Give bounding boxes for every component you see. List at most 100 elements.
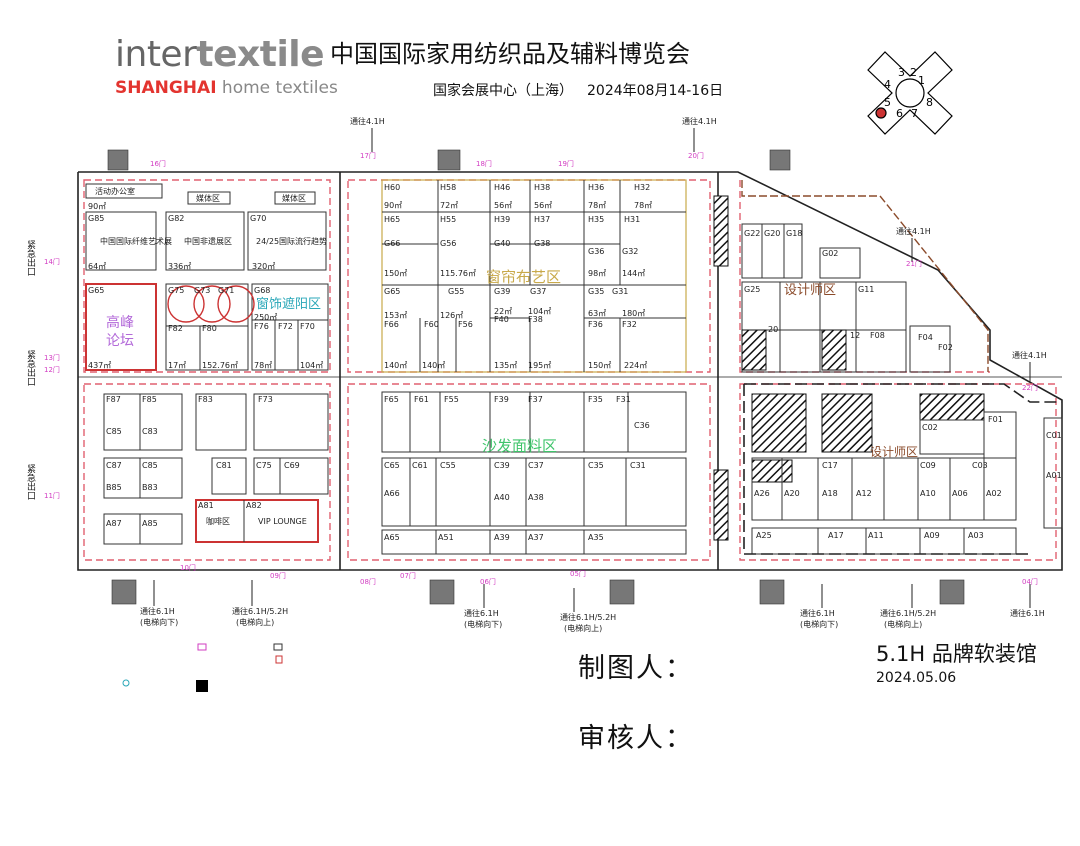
zone-media-right: 媒体区 (282, 193, 306, 203)
zone-designer-bottom: 设计师区 (870, 445, 918, 459)
area-label: 90㎡ (384, 201, 402, 210)
booth-G11: G11 (858, 285, 874, 294)
left-exit-1: 紧急出口 (25, 240, 36, 276)
booth-G02: G02 (822, 249, 838, 258)
booth-C83: C83 (142, 427, 158, 436)
booth-G75: G75 (168, 286, 184, 295)
booth-A82: A82 (246, 501, 262, 510)
zone-activity-office: 活动办公室 (95, 186, 135, 196)
compass-num-1: 1 (918, 74, 925, 87)
area-label: 336㎡ (168, 262, 191, 271)
booth-A26: A26 (754, 489, 770, 498)
gate-18: 18门 (476, 159, 492, 168)
passage-bottom-5-sub: (电梯向下) (800, 619, 838, 629)
booth-G68: G68 (254, 286, 270, 295)
booth-C09: C09 (920, 461, 936, 470)
booth-B83: B83 (142, 483, 158, 492)
area-label: 64㎡ (88, 262, 106, 271)
passage-bottom-3: 通往6.1H (464, 608, 499, 618)
booth-C31: C31 (630, 461, 646, 470)
compass-num-2: 2 (910, 66, 917, 79)
gate-07: 07门 (400, 571, 416, 580)
booth-A51: A51 (438, 533, 454, 542)
booth-12: 12 (850, 331, 860, 340)
booth-F60: F60 (424, 320, 439, 329)
booth-C35: C35 (588, 461, 604, 470)
compass-num-8: 8 (926, 96, 933, 109)
area-label: 180㎡ (622, 309, 645, 318)
booth-G85: G85 (88, 214, 104, 223)
booth-A06: A06 (952, 489, 968, 498)
passage-right-lower: 通往4.1H (1012, 350, 1047, 360)
booth-G22: G22 (744, 229, 760, 238)
zone-designer-top: 设计师区 (784, 283, 836, 298)
legend-icon-1 (197, 643, 207, 651)
booth-A85: A85 (142, 519, 158, 528)
booth-F87: F87 (106, 395, 121, 404)
booth-G39: G39 (494, 287, 510, 296)
booth-G20: G20 (764, 229, 780, 238)
booth-F38: F38 (528, 315, 543, 324)
gate-12: 12门 (44, 365, 60, 374)
area-label: 78㎡ (634, 201, 652, 210)
passage-bottom-6: 通往6.1H/5.2H (880, 608, 936, 618)
gate-08: 08门 (360, 577, 376, 586)
compass-num-3: 3 (898, 66, 905, 79)
gate-11: 11门 (44, 491, 60, 500)
compass-num-7: 7 (911, 107, 918, 120)
zone-shading: 窗饰遮阳区 (256, 296, 321, 312)
area-label: 135㎡ (494, 361, 517, 370)
left-exit-2: 紧急出口 (25, 350, 36, 386)
booth-F73: F73 (258, 395, 273, 404)
area-label: 144㎡ (622, 269, 645, 278)
booth-C37: C37 (528, 461, 544, 470)
booth-A11: A11 (868, 531, 884, 540)
area-label: 17㎡ (168, 361, 186, 370)
gate-05: 05门 (570, 569, 586, 578)
drafter-label: 制图人： (578, 653, 694, 684)
area-label: 56㎡ (534, 201, 552, 210)
booth-G66: G66 (384, 239, 400, 248)
zone-fiber-art: 中国国际纤维艺术展 (100, 236, 172, 246)
booth-F82: F82 (168, 324, 183, 333)
passage-bottom-4-sub: (电梯向上) (564, 623, 602, 633)
area-label: 56㎡ (494, 201, 512, 210)
booth-A18: A18 (822, 489, 838, 498)
zone-sofa: 沙发面料区 (482, 437, 557, 455)
booth-A38: A38 (528, 493, 544, 502)
booth-G18: G18 (786, 229, 802, 238)
booth-G55: G55 (448, 287, 464, 296)
booth-A37: A37 (528, 533, 544, 542)
booth-C36: C36 (634, 421, 650, 430)
gate-19: 19门 (558, 159, 574, 168)
booth-F40: F40 (494, 315, 509, 324)
booth-G36: G36 (588, 247, 604, 256)
area-label: 90㎡ (88, 202, 106, 211)
area-label: 104㎡ (528, 307, 551, 316)
left-exit-3: 紧急出口 (25, 464, 36, 500)
booth-C01: C01 (1046, 431, 1062, 440)
gate-04: 04门 (1022, 577, 1038, 586)
booth-F32: F32 (622, 320, 637, 329)
gate-22: 22门 (1022, 383, 1038, 392)
booth-C81: C81 (216, 461, 232, 470)
booth-A25: A25 (756, 531, 772, 540)
booth-A12: A12 (856, 489, 872, 498)
booth-H35: H35 (588, 215, 604, 224)
booth-A87: A87 (106, 519, 122, 528)
passage-bottom-5: 通往6.1H (800, 608, 835, 618)
booth-B85: B85 (106, 483, 122, 492)
area-label: 140㎡ (384, 361, 407, 370)
compass-num-5: 5 (884, 96, 891, 109)
booth-F66: F66 (384, 320, 399, 329)
booth-A65: A65 (384, 533, 400, 542)
booth-H58: H58 (440, 183, 456, 192)
booth-20: 20 (768, 325, 778, 334)
area-label: 437㎡ (88, 361, 111, 370)
passage-bottom-7: 通往6.1H (1010, 608, 1045, 618)
booth-G82: G82 (168, 214, 184, 223)
area-label: 98㎡ (588, 269, 606, 278)
booth-C39: C39 (494, 461, 510, 470)
booth-A02: A02 (986, 489, 1002, 498)
gate-17: 17门 (360, 151, 376, 160)
